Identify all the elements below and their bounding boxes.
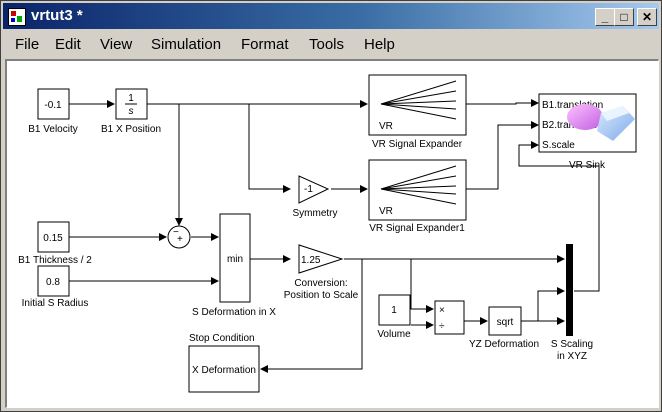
s-deformation-min-block[interactable]: min S Deformation in X bbox=[192, 213, 276, 318]
product-multiply-sign: × bbox=[439, 305, 445, 316]
volume-value: 1 bbox=[391, 305, 397, 316]
vr-expander1-label: VR Signal Expander1 bbox=[369, 223, 465, 234]
conversion-value: 1.25 bbox=[301, 255, 321, 266]
vr-expander1-text: VR bbox=[379, 206, 393, 217]
symmetry-gain-block[interactable]: -1 Symmetry bbox=[293, 175, 338, 219]
s-scaling-mux-block[interactable]: S Scaling in XYZ bbox=[551, 244, 593, 362]
b1-velocity-value: -0.1 bbox=[44, 100, 62, 111]
symmetry-label: Symmetry bbox=[293, 208, 338, 219]
expander1-fan-icon bbox=[380, 165, 457, 205]
mux-label-line2: in XYZ bbox=[557, 351, 587, 362]
product-divide-sign: ÷ bbox=[439, 321, 445, 332]
simulink-model-icon[interactable] bbox=[8, 8, 26, 26]
sqrt-text: sqrt bbox=[497, 317, 514, 328]
block-diagram[interactable]: -0.1 B1 Velocity 1 s B1 X Position VR bbox=[7, 61, 658, 407]
yz-deformation-sqrt-block[interactable]: sqrt YZ Deformation bbox=[469, 306, 539, 350]
initial-s-radius-label: Initial S Radius bbox=[22, 298, 89, 309]
stop-condition-text: X Deformation bbox=[192, 365, 256, 376]
mux-label-line1: S Scaling bbox=[551, 339, 593, 350]
signal-lines bbox=[69, 99, 600, 373]
initial-s-radius-block[interactable]: 0.8 Initial S Radius bbox=[22, 265, 89, 309]
vr-sink-block[interactable]: B1.translation B2.translation S.scale VR… bbox=[538, 93, 637, 171]
b1-thickness-value: 0.15 bbox=[43, 233, 63, 244]
vr-expander-label: VR Signal Expander bbox=[372, 139, 463, 150]
conversion-label-line1: Conversion: bbox=[294, 278, 347, 289]
s-deformation-label: S Deformation in X bbox=[192, 307, 276, 318]
menu-simulation[interactable]: Simulation bbox=[151, 36, 222, 53]
vr-sink-port-s-scale: S.scale bbox=[542, 140, 575, 151]
close-button[interactable]: ✕ bbox=[637, 8, 657, 26]
b1-velocity-label: B1 Velocity bbox=[28, 124, 77, 135]
menu-help[interactable]: Help bbox=[364, 36, 395, 53]
vr-expander-text: VR bbox=[379, 121, 393, 132]
sum-block[interactable]: − + bbox=[167, 225, 191, 249]
product-block[interactable]: × ÷ bbox=[434, 300, 465, 335]
conversion-gain-block[interactable]: 1.25 Conversion: Position to Scale bbox=[284, 244, 359, 301]
integrator-numerator: 1 bbox=[128, 93, 134, 104]
vr-signal-expander-block[interactable]: VR VR Signal Expander bbox=[368, 74, 467, 150]
title-bar[interactable]: vrtut3 * _ □ ✕ bbox=[3, 3, 659, 29]
model-canvas[interactable]: -0.1 B1 Velocity 1 s B1 X Position VR bbox=[5, 59, 659, 408]
menu-file[interactable]: File bbox=[15, 36, 40, 53]
maximize-button[interactable]: □ bbox=[614, 8, 634, 26]
vr-sink-label: VR Sink bbox=[569, 160, 606, 171]
sum-minus-sign: − bbox=[173, 227, 179, 238]
b1-velocity-block[interactable]: -0.1 B1 Velocity bbox=[28, 88, 78, 135]
vr-sink-port-b1-translation: B1.translation bbox=[542, 100, 603, 111]
b1-x-position-label: B1 X Position bbox=[101, 124, 161, 135]
sum-plus-sign: + bbox=[177, 234, 183, 245]
b1-thickness-label: B1 Thickness / 2 bbox=[18, 255, 92, 266]
window-title: vrtut3 * bbox=[31, 7, 83, 24]
symmetry-value: -1 bbox=[304, 184, 313, 195]
vr-scene-preview-icon bbox=[567, 104, 635, 141]
conversion-label-line2: Position to Scale bbox=[284, 290, 359, 301]
initial-s-radius-value: 0.8 bbox=[46, 277, 60, 288]
stop-condition-title: Stop Condition bbox=[189, 333, 255, 344]
minimize-button[interactable]: _ bbox=[595, 8, 615, 26]
b1-x-position-block[interactable]: 1 s B1 X Position bbox=[101, 88, 161, 135]
min-block-text: min bbox=[227, 254, 243, 265]
vr-signal-expander1-block[interactable]: VR VR Signal Expander1 bbox=[368, 159, 467, 234]
yz-deformation-label: YZ Deformation bbox=[469, 339, 539, 350]
stop-condition-block[interactable]: Stop Condition X Deformation bbox=[188, 333, 260, 393]
menu-edit[interactable]: Edit bbox=[55, 36, 81, 53]
menu-tools[interactable]: Tools bbox=[309, 36, 345, 53]
menu-view[interactable]: View bbox=[100, 36, 133, 53]
menu-bar: File Edit View Simulation Format Tools H… bbox=[3, 31, 659, 57]
expander-fan-icon bbox=[380, 80, 457, 120]
volume-block[interactable]: 1 Volume bbox=[377, 294, 411, 340]
integrator-denominator: s bbox=[129, 106, 134, 117]
b1-thickness-block[interactable]: 0.15 B1 Thickness / 2 bbox=[18, 221, 92, 266]
volume-label: Volume bbox=[377, 329, 411, 340]
menu-format[interactable]: Format bbox=[241, 36, 289, 53]
